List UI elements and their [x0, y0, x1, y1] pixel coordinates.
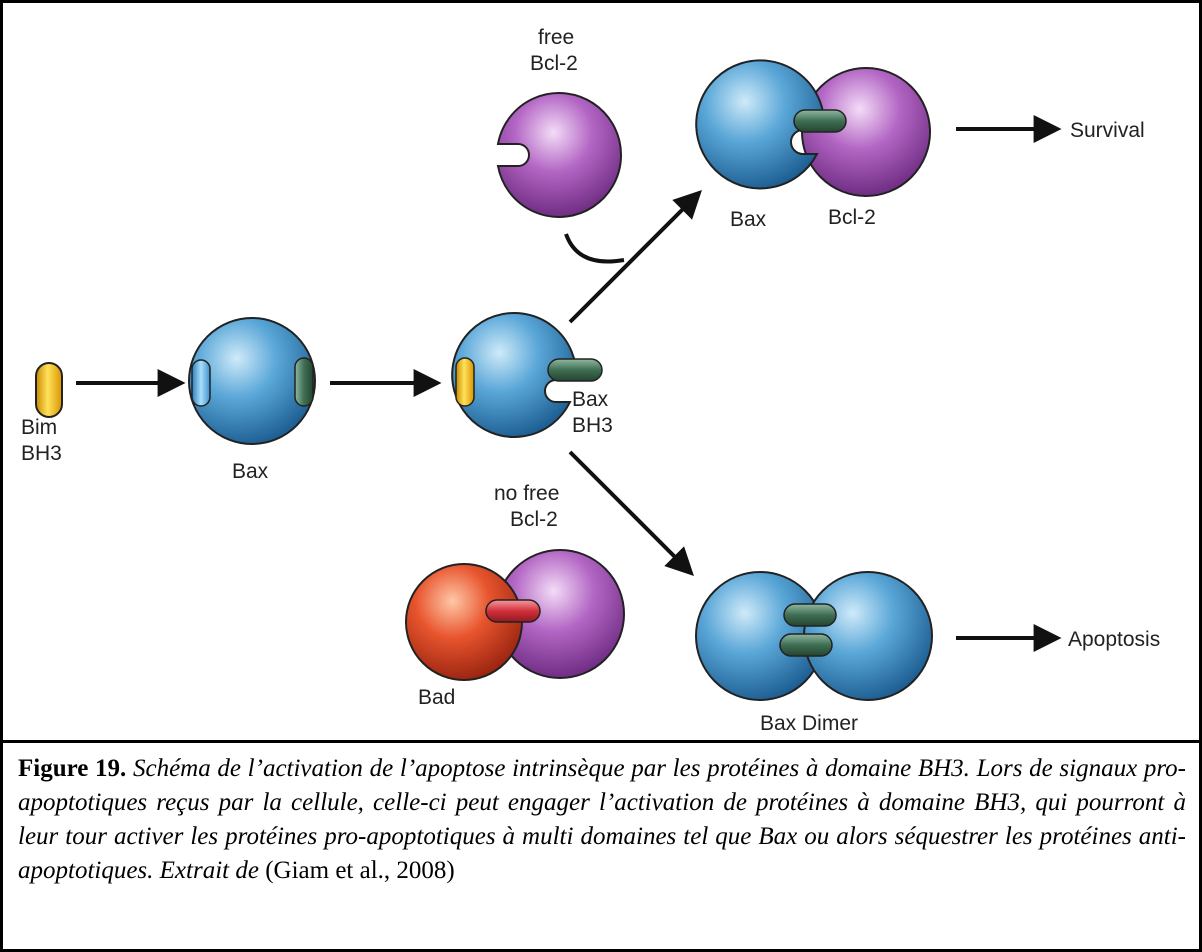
arrow-to-survival-complex [568, 190, 702, 324]
bax-bh3-label-2: BH3 [572, 414, 613, 437]
bax-dimer-label: Bax Dimer [760, 712, 858, 735]
apoptosis-diagram: Bim BH3 Bax Bax BH3 free Bcl-2 Bax Bcl-2… [21, 26, 1160, 735]
bax-bcl2-complex [695, 59, 931, 197]
bax-label: Bax [232, 460, 269, 483]
bound-bim-bh3 [455, 357, 475, 407]
arrow-to-bax-dimer [568, 450, 694, 576]
bad-label: Bad [418, 686, 455, 709]
bax-bh3-domain [294, 357, 314, 407]
apoptosis-label: Apoptosis [1068, 628, 1160, 651]
free-bcl2-label: Bcl-2 [530, 52, 578, 75]
bax-bh3-pocket [191, 359, 211, 407]
figure-number: Figure 19. [18, 755, 127, 782]
no-free-label: no free [494, 482, 559, 505]
dimer-bh3-domain-2 [779, 633, 833, 657]
bad-bh3-domain [485, 599, 541, 623]
bad-bcl2-complex [405, 549, 625, 681]
free-bcl2-protein [496, 92, 623, 218]
bim-bh3-label: BH3 [21, 442, 62, 465]
bax-bh3-label-1: Bax [572, 388, 609, 411]
bax-dimer [695, 571, 933, 701]
free-label: free [538, 26, 574, 49]
bim-label: Bim [21, 416, 57, 439]
dimer-bh3-domain-1 [783, 603, 837, 627]
complex-bax-sphere [695, 59, 826, 190]
active-bax-protein [451, 312, 603, 438]
caption-citation: (Giam et al., 2008) [265, 857, 455, 884]
caption-text: Schéma de l’activation de l’apoptose int… [18, 755, 1186, 884]
complex-bh3-domain [793, 109, 847, 133]
complex-bcl2-label: Bcl-2 [828, 206, 876, 229]
complex-bax-label: Bax [730, 208, 767, 231]
bax-protein [188, 317, 316, 445]
survival-label: Survival [1070, 119, 1145, 142]
bim-bh3-peptide [35, 362, 63, 418]
bcl2-joining-curve [564, 233, 625, 264]
no-free-bcl2-label: Bcl-2 [510, 508, 558, 531]
caption-divider [0, 740, 1202, 743]
figure-caption: Figure 19. Schéma de l’activation de l’a… [18, 752, 1186, 888]
exposed-bax-bh3 [547, 358, 603, 382]
